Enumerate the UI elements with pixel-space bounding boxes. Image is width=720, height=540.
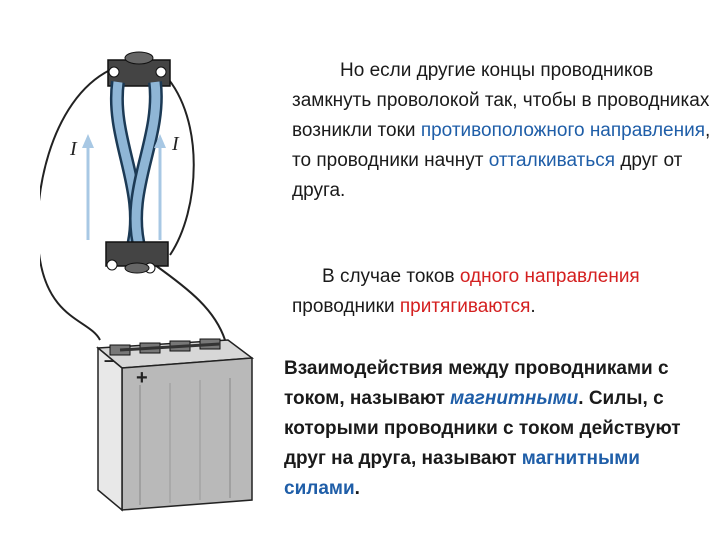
p1-opposite-direction: противоположного направления: [420, 120, 706, 141]
p1-text-e: друг от друга.: [292, 150, 683, 201]
current-arrow-right: [154, 134, 166, 240]
paragraph-same-currents: В случае токов одного направления провод…: [292, 262, 712, 322]
battery-minus-label: –: [104, 350, 114, 370]
conductors-battery-illustration: I I – +: [40, 51, 255, 512]
p3-magnetic-forces: магнитными силами: [284, 448, 640, 499]
p1-text-c: , то проводники начнут: [292, 120, 711, 171]
top-clamp: [107, 51, 171, 87]
paragraph-magnetic-interaction: Взаимодействия между проводниками с токо…: [284, 354, 714, 504]
p2-attract: притягиваются: [399, 296, 531, 317]
p3-text-a: Взаимодействия между проводниками с токо…: [284, 358, 669, 409]
p2-text-e: .: [530, 296, 536, 317]
bottom-clamp: [105, 241, 169, 274]
paragraph-opposite-currents: Но если другие концы проводников замкнут…: [292, 56, 712, 206]
battery-plus-label: +: [136, 367, 148, 389]
wire-bottom: [154, 264, 226, 341]
current-label-right: I: [171, 133, 180, 155]
p1-repel: отталкиваться: [488, 150, 616, 171]
p3-text-c: . Силы, с которыми проводники с током де…: [284, 388, 681, 469]
battery: [96, 338, 255, 512]
p2-text-c: проводники: [292, 296, 400, 317]
p2-text-a: В случае токов: [322, 266, 460, 287]
p2-same-direction: одного направления: [459, 266, 640, 287]
p1-text-a: Но если другие концы проводников замкнут…: [292, 60, 710, 141]
wire-left: [40, 69, 111, 341]
p3-text-e: .: [354, 478, 360, 499]
current-arrow-left: [82, 134, 94, 240]
wire-right: [164, 74, 195, 256]
p3-magnetic: магнитными: [450, 388, 579, 409]
current-label-left: I: [69, 138, 78, 160]
